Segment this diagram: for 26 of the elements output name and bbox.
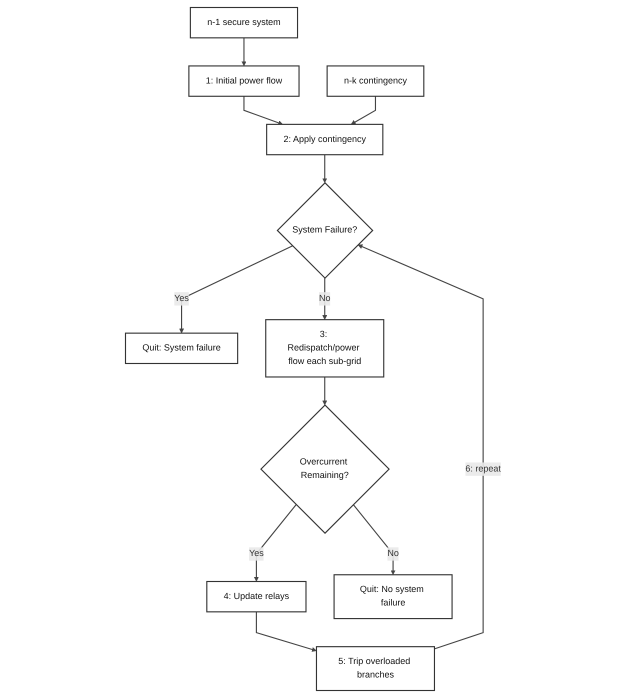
arrow (358, 244, 484, 650)
arrow (322, 376, 328, 406)
node-box: n-k contingency (326, 65, 424, 97)
arrow (352, 504, 396, 575)
arrow (241, 38, 246, 66)
node-box: n-1 secure system (190, 6, 298, 38)
edge-label: Yes (248, 548, 264, 558)
arrow (256, 612, 316, 652)
arrow (350, 96, 376, 125)
edge-label: No (387, 548, 399, 558)
arrow (178, 245, 293, 334)
node-box: 2: Apply contingency (266, 124, 384, 156)
edge-label: Yes (174, 294, 189, 304)
node-box: 4: Update relays (206, 580, 306, 612)
node-box: 1: Initial power flow (188, 65, 300, 97)
node-diamond: System Failure? (276, 182, 374, 279)
arrow (254, 504, 296, 582)
node-box: 5: Trip overloaded branches (316, 646, 435, 692)
edge-label: No (318, 294, 330, 304)
node-box: 3: Redispatch/power flow each sub-grid (265, 319, 384, 378)
edge-label: 6: repeat (465, 464, 501, 474)
arrow (243, 96, 283, 126)
arrow (322, 154, 328, 184)
node-diamond: Overcurrent Remaining? (260, 404, 390, 534)
node-box: Quit: System failure (124, 332, 238, 364)
node-box: Quit: No system failure (333, 574, 452, 620)
